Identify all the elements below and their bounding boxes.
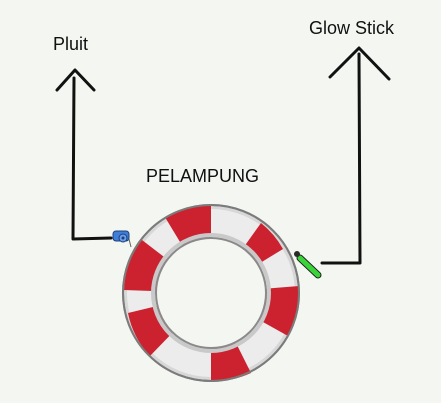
arrow-to-pluit [55,68,113,241]
label-pluit: Pluit [53,34,89,54]
label-pelampung: PELAMPUNG [146,166,260,186]
glow-stick-icon [294,251,322,279]
arrow-to-glow-stick [320,46,391,265]
whistle-icon [112,230,132,248]
label-glow-stick: Glow Stick [309,18,395,38]
lifebuoy-icon [122,204,300,382]
